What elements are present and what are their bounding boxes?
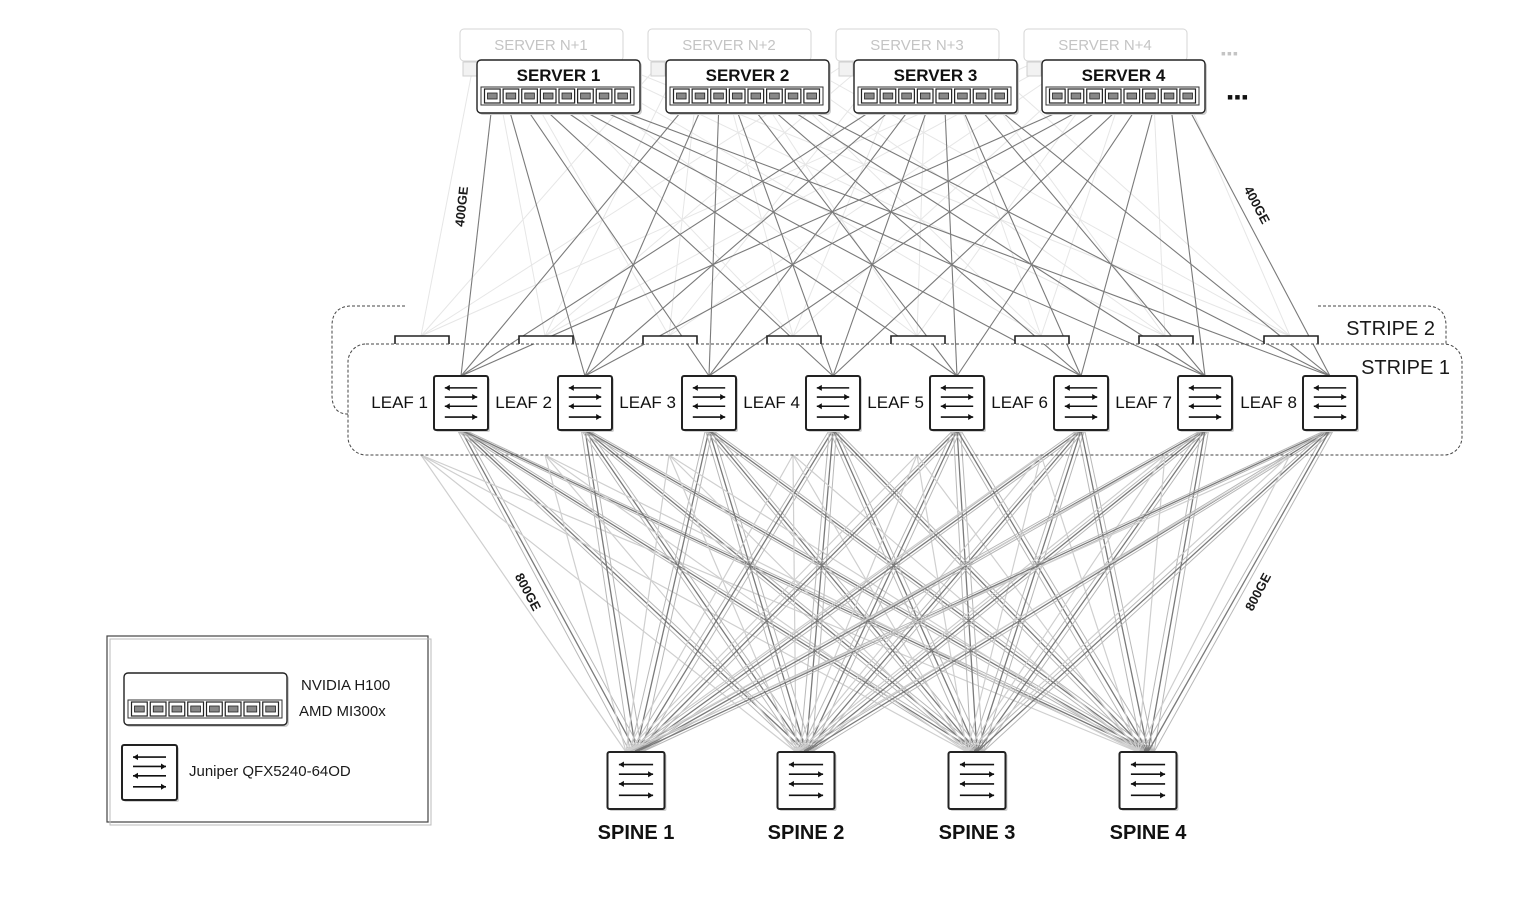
gpu-server-icon <box>123 672 289 727</box>
server-label: SERVER 2 <box>706 66 790 85</box>
stripe-2-outline <box>331 305 1447 415</box>
spine-1: SPINE 1 <box>598 751 675 844</box>
leaf-label: LEAF 5 <box>867 393 924 412</box>
more-servers-ellipsis: ▪▪▪ <box>1227 87 1249 107</box>
switch-arrows-icon <box>805 375 862 432</box>
spine-label: SPINE 3 <box>939 822 1016 844</box>
link-label-800ge-left: 800GE <box>512 570 544 613</box>
stripe-1-group: STRIPE 1 <box>347 343 1463 456</box>
switch-arrows-icon <box>1118 751 1179 811</box>
switch-arrows-icon <box>1302 375 1359 432</box>
spine-label: SPINE 2 <box>768 822 845 844</box>
leaf-5: LEAF 5 <box>867 375 986 432</box>
leaf-spine-links <box>420 429 1335 753</box>
switch-arrows-icon <box>681 375 738 432</box>
leaf-label: LEAF 6 <box>991 393 1048 412</box>
leaf-label: LEAF 1 <box>371 393 428 412</box>
leaf-2: LEAF 2 <box>495 375 614 432</box>
stripe-2-leaf-1 <box>394 335 450 344</box>
stripe-2-leaf-7 <box>1138 335 1194 344</box>
stripe-2-label: STRIPE 2 <box>1346 318 1435 340</box>
legend-server-line1: NVIDIA H100 <box>301 677 390 694</box>
leaf-label: LEAF 8 <box>1240 393 1297 412</box>
switch-arrows-icon <box>606 751 667 811</box>
stripe-1-label: STRIPE 1 <box>1361 357 1450 379</box>
server-leaf-links <box>460 112 1331 377</box>
leaf-label: LEAF 4 <box>743 393 800 412</box>
ghost-server-1: SERVER N+1 <box>459 28 624 77</box>
spine-label: SPINE 4 <box>1110 822 1188 844</box>
stripe-2-leaf-8 <box>1263 335 1319 344</box>
ghost-server-3: SERVER N+3 <box>835 28 1000 77</box>
link-label-400ge-left: 400GE <box>452 185 471 227</box>
ghost-server-4: SERVER N+4 <box>1023 28 1188 77</box>
switch-arrows-icon <box>1053 375 1110 432</box>
leaf-1: LEAF 1 <box>371 375 490 432</box>
server-2: SERVER 2 <box>665 59 831 115</box>
servers: SERVER 1 SERVER 2 SERVER 3 SERVER 4 <box>476 59 1207 115</box>
gpu-ports <box>1045 86 1200 106</box>
switch-arrows-icon <box>929 375 986 432</box>
gpu-ports <box>669 86 824 106</box>
link-label-400ge-right: 400GE <box>1241 183 1273 226</box>
server-label: SERVER 4 <box>1082 66 1166 85</box>
server-1: SERVER 1 <box>476 59 642 115</box>
switch-arrows-icon <box>947 751 1008 811</box>
ghost-server-label: SERVER N+2 <box>682 37 776 54</box>
ghost-server-label: SERVER N+4 <box>1058 37 1152 54</box>
switch-arrows-icon <box>121 744 179 802</box>
leaf-8: LEAF 8 <box>1240 375 1359 432</box>
server-label: SERVER 1 <box>517 66 601 85</box>
server-4: SERVER 4 <box>1041 59 1207 115</box>
legend-server-icon <box>123 672 289 727</box>
stripe-2-leaf-3 <box>642 335 698 344</box>
leaf-switches: LEAF 1 LEAF 2 LEAF 3 LEAF 4 LEAF 5 LEAF 6 LEAF… <box>371 375 1359 432</box>
server-label: SERVER 3 <box>894 66 978 85</box>
leaf-3: LEAF 3 <box>619 375 738 432</box>
leaf-4: LEAF 4 <box>743 375 862 432</box>
gpu-ports <box>127 699 283 719</box>
leaf-label: LEAF 3 <box>619 393 676 412</box>
stripe-2-leaf-6 <box>1014 335 1070 344</box>
stripe-2-leaf-4 <box>766 335 822 344</box>
spine-label: SPINE 1 <box>598 822 675 844</box>
ghost-server-2: SERVER N+2 <box>647 28 812 77</box>
ghost-server-label: SERVER N+3 <box>870 37 964 54</box>
stripe-2-leaf-5 <box>890 335 946 344</box>
spine-2: SPINE 2 <box>768 751 845 844</box>
legend: NVIDIA H100 AMD MI300x Juniper QFX5240-6… <box>106 635 432 826</box>
gpu-ports <box>480 86 635 106</box>
legend-switch-label: Juniper QFX5240-64OD <box>189 763 351 780</box>
switch-arrows-icon <box>1177 375 1234 432</box>
switch-arrows-icon <box>776 751 837 811</box>
spine-switches: SPINE 1 SPINE 2 SPINE 3 SPINE 4 <box>598 751 1188 844</box>
stripe-2-group: STRIPE 2 <box>331 305 1447 415</box>
legend-server-line2: AMD MI300x <box>299 703 386 720</box>
stripe-2-servers: SERVER N+1 SERVER N+2 SERVER N+3 SERVER N+4 <box>459 28 1188 77</box>
server-3: SERVER 3 <box>853 59 1019 115</box>
spine-3: SPINE 3 <box>939 751 1016 844</box>
more-servers-back-ellipsis: ▪▪▪ <box>1221 45 1239 61</box>
leaf-7: LEAF 7 <box>1115 375 1234 432</box>
ghost-server-label: SERVER N+1 <box>494 37 588 54</box>
legend-switch-icon <box>121 744 179 802</box>
leaf-6: LEAF 6 <box>991 375 1110 432</box>
leaf-label: LEAF 7 <box>1115 393 1172 412</box>
switch-arrows-icon <box>557 375 614 432</box>
stripe-2-switches <box>394 335 1319 344</box>
stripe-1-outline <box>347 343 1463 456</box>
spine-4: SPINE 4 <box>1110 751 1188 844</box>
leaf-label: LEAF 2 <box>495 393 552 412</box>
gpu-ports <box>857 86 1012 106</box>
stripe-2-leaf-2 <box>518 335 574 344</box>
switch-arrows-icon <box>433 375 490 432</box>
